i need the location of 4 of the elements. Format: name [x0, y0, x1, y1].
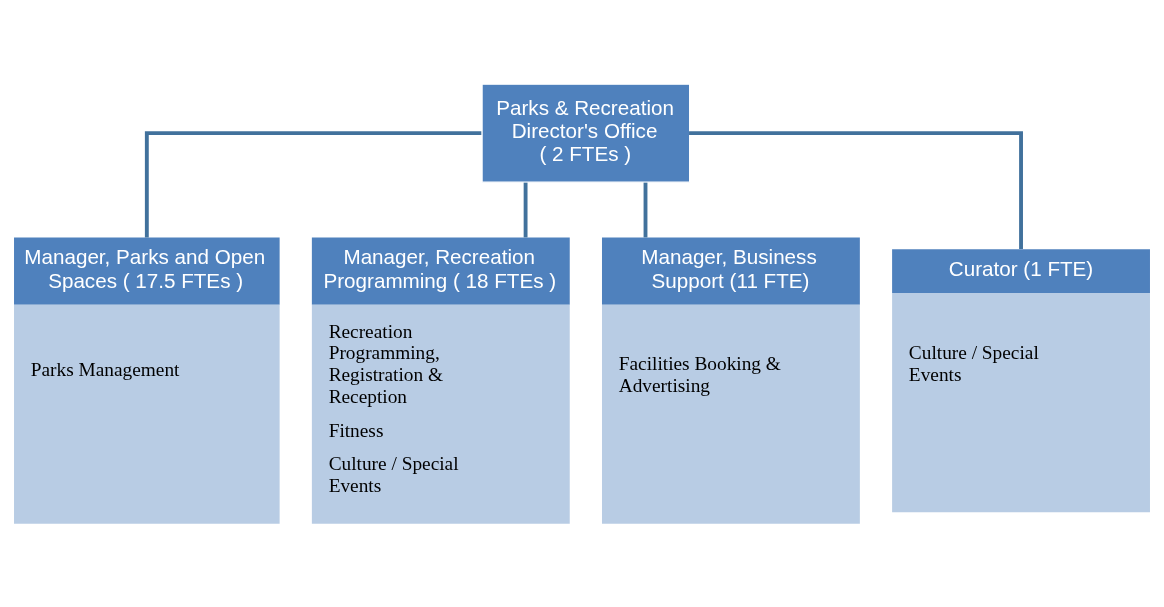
connector — [523, 182, 528, 237]
connector — [643, 182, 648, 237]
connector — [144, 130, 482, 237]
connector — [689, 130, 1023, 249]
